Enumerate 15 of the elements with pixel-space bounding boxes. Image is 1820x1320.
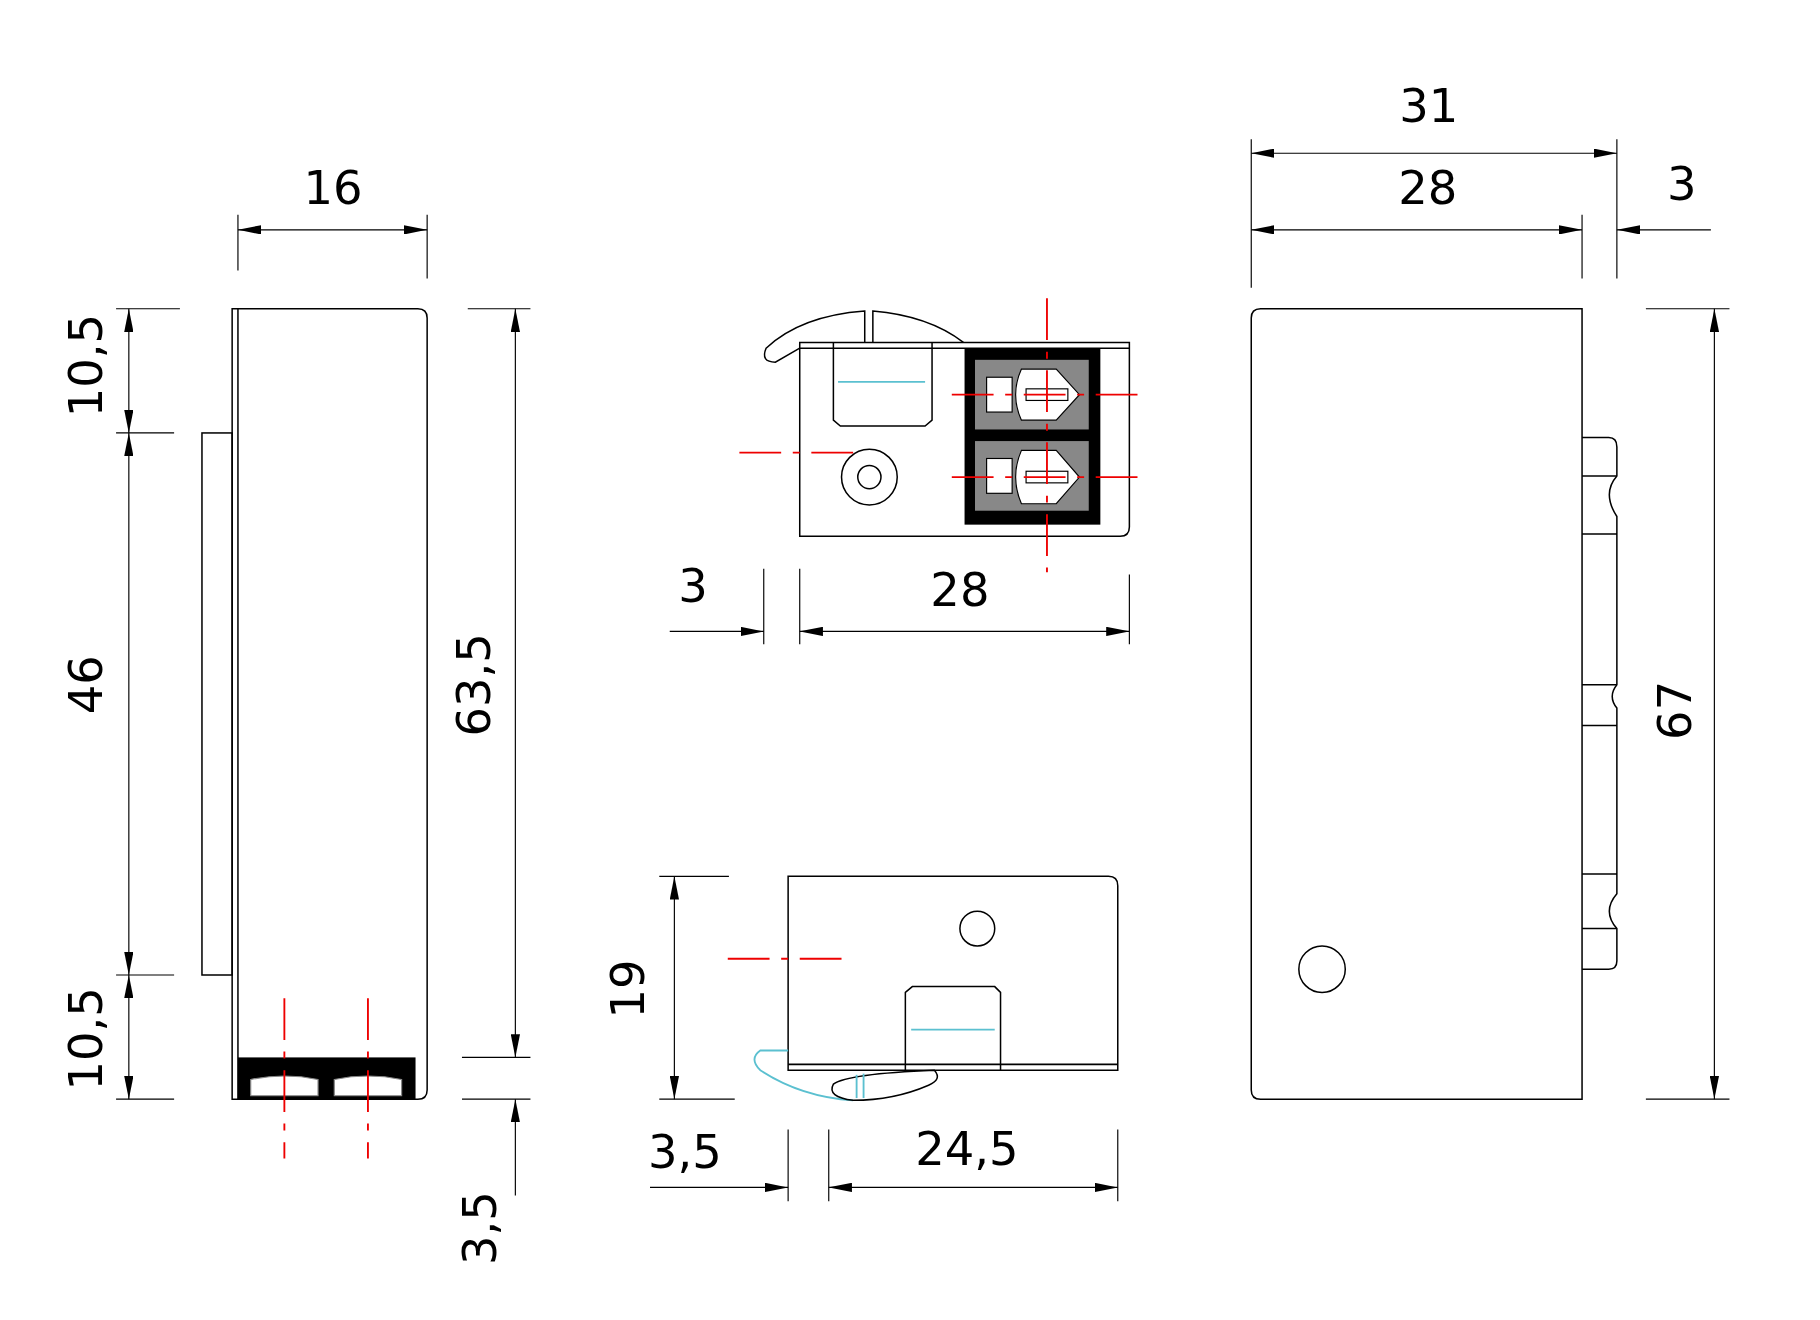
dimension-label: 10,5 xyxy=(62,987,110,1091)
dimension-label: 19 xyxy=(604,959,652,1019)
dimension-label: 3,5 xyxy=(456,1191,503,1265)
dimension-label: 46 xyxy=(62,655,110,715)
dimension-label: 31 xyxy=(1399,82,1459,129)
dimension-label: 28 xyxy=(1398,164,1458,212)
dimension-label: 63,5 xyxy=(450,633,497,737)
dimension-label: 67 xyxy=(1651,680,1699,740)
dimension-label: 3,5 xyxy=(647,1128,722,1175)
dimension-label: 16 xyxy=(303,164,363,212)
dimension-label: 28 xyxy=(930,566,990,613)
dimension-label: 10,5 xyxy=(62,313,110,418)
dimension-label: 3 xyxy=(1667,160,1697,207)
dimension-label: 3 xyxy=(678,562,708,610)
dimension-label: 24,5 xyxy=(915,1125,1019,1173)
